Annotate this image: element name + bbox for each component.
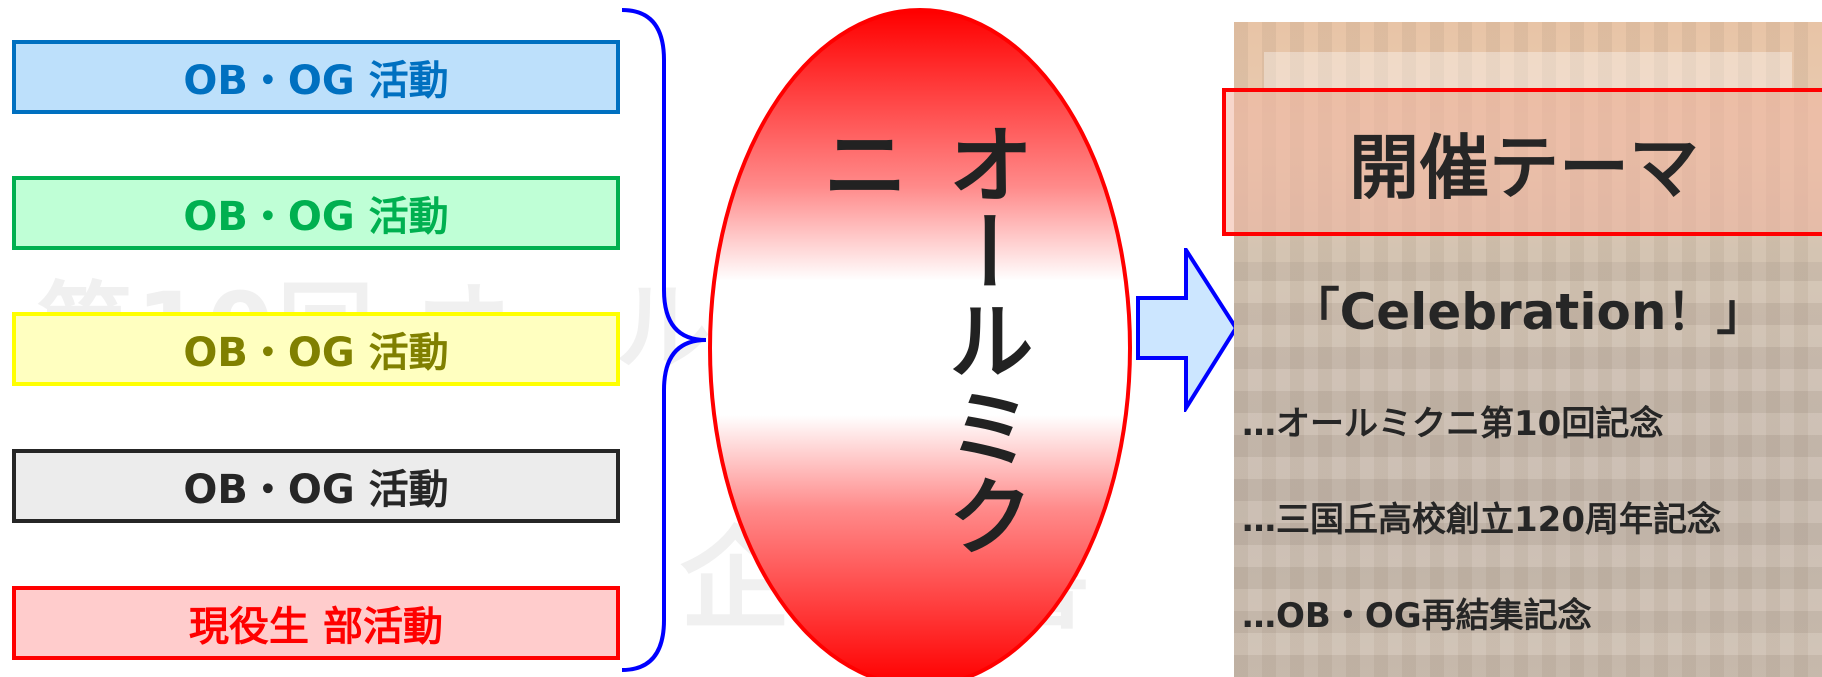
activity-label: OB・OG 活動	[183, 467, 449, 513]
right-curly-brace	[621, 8, 707, 672]
all-mikuni-ellipse	[708, 8, 1132, 677]
activity-box-ob-og-3: OB・OG 活動	[12, 312, 620, 386]
activity-box-ob-og-1: OB・OG 活動	[12, 40, 620, 114]
all-mikuni-label: オールミクニ	[807, 120, 1032, 560]
theme-title-box: 開催テーマ	[1222, 88, 1822, 236]
theme-note-2: …三国丘高校創立120周年記念	[1242, 500, 1721, 540]
activity-label: 現役生 部活動	[189, 604, 443, 650]
activity-box-ob-og-2: OB・OG 活動	[12, 176, 620, 250]
theme-note-1: …オールミクニ第10回記念	[1242, 404, 1664, 444]
theme-title: 開催テーマ	[1349, 126, 1699, 209]
activity-box-ob-og-4: OB・OG 活動	[12, 449, 620, 523]
theme-note-3: …OB・OG再結集記念	[1242, 596, 1592, 636]
activity-label: OB・OG 活動	[183, 330, 449, 376]
right-arrow-icon	[1136, 248, 1239, 412]
theme-slogan: 「Celebration！」	[1289, 283, 1767, 341]
activity-label: OB・OG 活動	[183, 58, 449, 104]
all-mikuni-vertical-label-wrap: オールミクニ	[708, 120, 1132, 600]
activity-box-current-students: 現役生 部活動	[12, 586, 620, 660]
activity-label: OB・OG 活動	[183, 194, 449, 240]
